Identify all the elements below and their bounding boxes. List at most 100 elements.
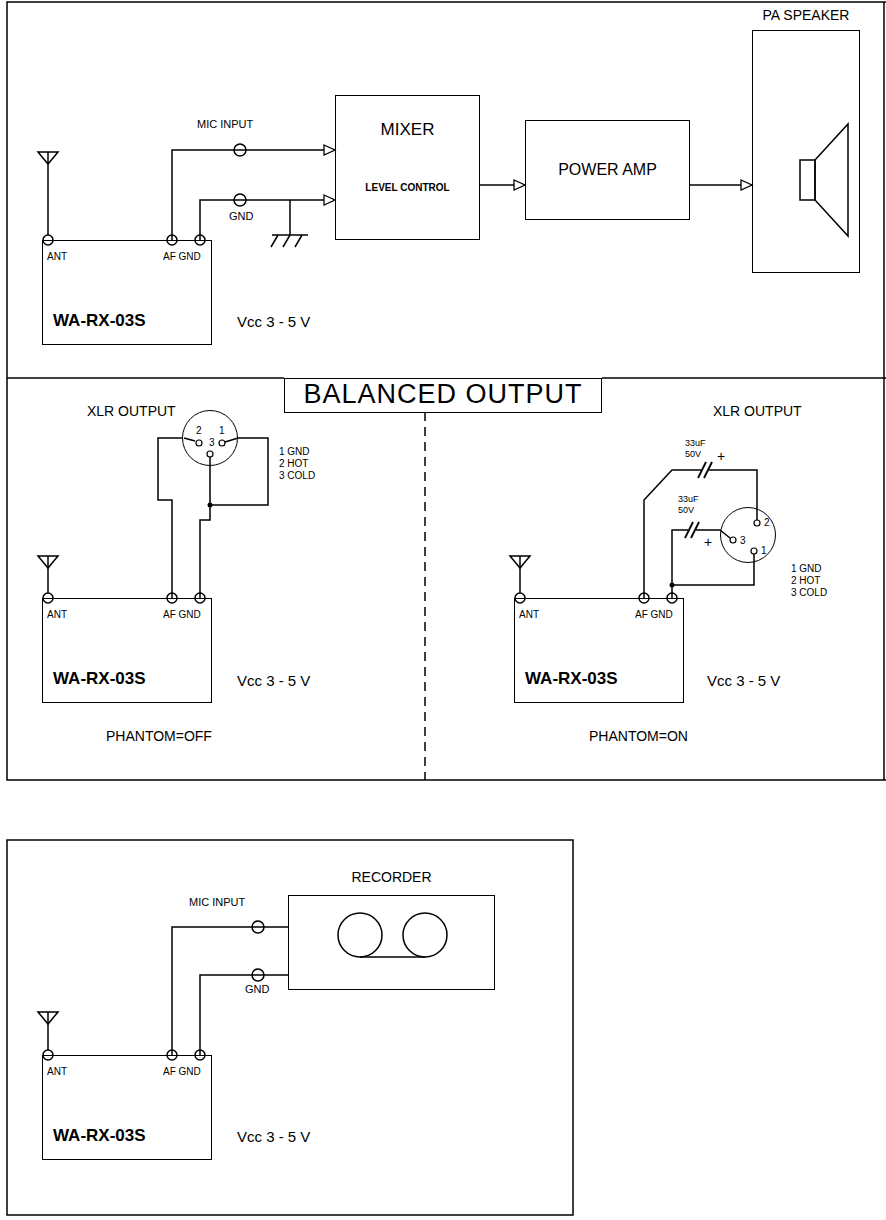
signal-arrow [172,150,335,240]
supply-note: Vcc 3 - 5 V [236,313,311,330]
pin-legend: 2 HOT [790,575,821,587]
box-label: ANT [47,1066,67,1078]
box-label: WA-RX-03S [53,669,146,689]
receiver-module: ANTAF GNDWA-RX-03S [42,1055,212,1160]
pin-legend: 1 GND [790,563,823,575]
panel-frame [7,2,886,1215]
wire [158,438,182,598]
capacitor-value: 50V [677,505,695,515]
box-label: AF GND [163,251,201,263]
mixer-box: MIXER LEVEL CONTROL [335,95,480,240]
pin-number: 3 [209,437,215,449]
power-amp-box: POWER AMP [525,120,690,220]
tape-reel [338,913,447,957]
wire [200,466,210,598]
tape-reel [338,913,382,957]
receiver-module: ANTAF GNDWA-RX-03S [514,598,684,703]
capacitor-value: 33uF [684,438,707,448]
pin-number: 3 [740,535,746,547]
ground-symbol [283,235,290,247]
jack-symbol [234,144,264,981]
capacitor-symbol [704,462,712,478]
box-label: POWER AMP [526,161,689,179]
xlr-pin [207,451,213,457]
ground-symbol [271,235,278,247]
speaker-symbol [800,160,815,200]
connector-label: XLR OUTPUT [86,403,177,419]
xlr-wire [184,438,195,441]
xlr-pin [754,520,760,526]
mode-note: PHANTOM=ON [588,728,689,744]
antenna-symbol [38,152,530,1050]
pin-number: 1 [219,425,225,437]
xlr-wire [753,554,755,563]
signal-arrow [480,184,525,186]
box-label: AF GND [163,609,201,621]
pin-terminal [43,235,677,1060]
speaker-box: PA SPEAKER [752,30,860,273]
polarity-mark: + [716,448,726,464]
box-heading: PA SPEAKER [753,7,859,23]
receiver-module: ANT AF GND WA-RX-03S [42,598,212,703]
ground-symbol [295,235,302,247]
signal-label: GND [228,210,254,223]
box-label: ANT [47,251,67,263]
ground-symbol [271,200,308,247]
connector-label: XLR OUTPUT [712,403,803,419]
wire [172,927,288,1055]
panel-frame [602,377,886,379]
xlr-pin [751,548,757,554]
junction-dot [208,503,675,588]
pin-legend: 3 COLD [790,587,828,599]
panel-frame [424,412,426,780]
recorder-box: RECORDER [288,895,495,990]
antenna-symbol [47,152,49,235]
wire [672,563,754,598]
xlr-wire [672,530,730,585]
signal-label: MIC INPUT [188,896,246,909]
wire [644,470,757,598]
capacitor-value: 33uF [677,494,700,504]
xlr-wire [210,438,268,505]
pin-number: 2 [764,517,770,529]
box-heading: RECORDER [289,869,494,885]
xlr-wire [756,507,758,520]
capacitor-symbol [691,522,699,538]
tape-reel [360,956,425,958]
polarity-mark: + [703,534,713,550]
capacitor-value: 50V [684,449,702,459]
xlr-pin [196,440,202,446]
antenna-symbol [519,556,521,593]
pin-legend: 2 HOT [278,458,309,470]
section-title-box: BALANCED OUTPUT [284,378,602,413]
pin-legend: 3 COLD [278,470,316,482]
antenna-symbol [47,556,49,593]
box-label: MIXER [336,120,479,140]
xlr-pin [730,537,736,543]
ground-symbol [289,200,291,235]
xlr-pin [219,440,225,446]
pin-legend: 1 GND [278,446,311,458]
signal-arrow [200,200,335,240]
box-label: LEVEL CONTROL [336,182,479,194]
box-label: AF GND [635,609,673,621]
panel-frame [883,2,885,780]
signal-label: MIC INPUT [196,118,254,131]
box-label: AF GND [163,1066,201,1078]
receiver-module: ANT AF GND WA-RX-03S [42,240,212,345]
box-label: WA-RX-03S [525,669,618,689]
supply-note: Vcc 3 - 5 V [236,672,311,689]
antenna-symbol [47,1012,49,1050]
panel-frame [7,840,573,1215]
supply-note: Vcc 3 - 5 V [706,672,781,689]
box-label: ANT [47,609,67,621]
signal-label: GND [244,983,270,996]
wire [200,975,288,1055]
box-label: WA-RX-03S [53,311,146,331]
speaker-symbol [815,124,848,236]
tape-reel [403,913,447,957]
supply-note: Vcc 3 - 5 V [236,1128,311,1145]
panel-frame [7,377,284,379]
xlr-wire [209,457,211,466]
mode-note: PHANTOM=OFF [105,728,213,744]
